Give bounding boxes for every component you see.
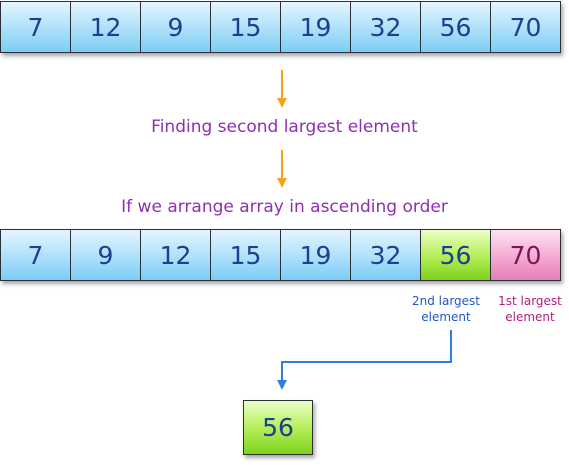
sorted-cell: 19 xyxy=(281,229,351,281)
first-largest-label-line1: 1st largest xyxy=(498,294,562,308)
array-cell: 70 xyxy=(491,1,561,53)
second-largest-label: 2nd largest element xyxy=(406,293,486,325)
array-cell: 9 xyxy=(141,1,211,53)
connector-to-result xyxy=(277,330,452,390)
array-cell: 15 xyxy=(211,1,281,53)
second-largest-label-line2: element xyxy=(421,310,471,324)
result-box: 56 xyxy=(243,400,313,455)
sorted-array: 7 9 12 15 19 32 56 70 xyxy=(0,229,561,281)
array-cell: 19 xyxy=(281,1,351,53)
array-cell: 56 xyxy=(421,1,491,53)
second-largest-cell: 56 xyxy=(421,229,491,281)
second-largest-label-line1: 2nd largest xyxy=(411,294,481,308)
array-cell: 7 xyxy=(0,1,71,53)
first-largest-label: 1st largest element xyxy=(489,293,569,325)
sorted-cell: 9 xyxy=(71,229,141,281)
array-cell: 32 xyxy=(351,1,421,53)
array-cell: 12 xyxy=(71,1,141,53)
sorted-cell: 32 xyxy=(351,229,421,281)
sort-caption: If we arrange array in ascending order xyxy=(121,197,448,217)
original-array: 7 12 9 15 19 32 56 70 xyxy=(0,1,561,53)
sorted-cell: 12 xyxy=(141,229,211,281)
step-caption: Finding second largest element xyxy=(151,117,418,137)
first-largest-cell: 70 xyxy=(491,229,561,281)
first-largest-label-line2: element xyxy=(505,310,555,324)
sorted-cell: 15 xyxy=(211,229,281,281)
sorted-cell: 7 xyxy=(0,229,71,281)
